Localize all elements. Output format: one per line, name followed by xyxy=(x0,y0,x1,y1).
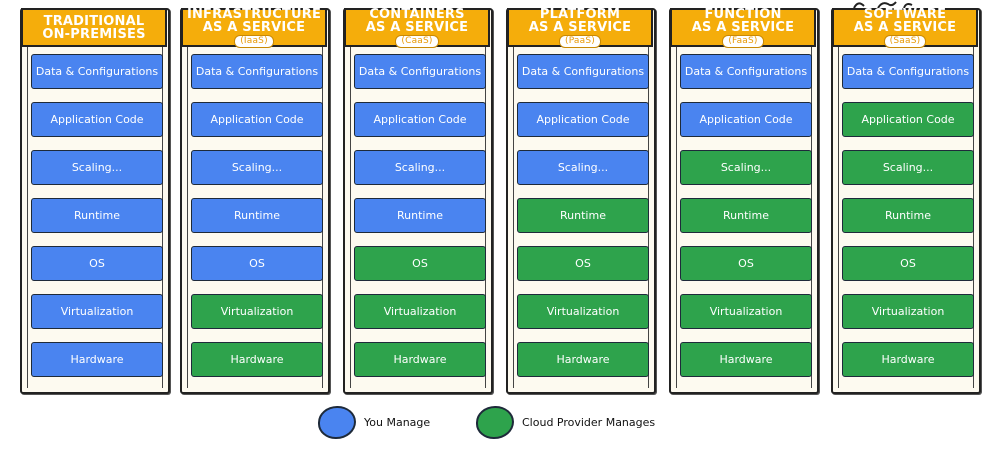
layer-virtualization: Virtualization xyxy=(191,294,323,329)
layer-application-code: Application Code xyxy=(680,102,812,137)
layer-runtime: Runtime xyxy=(31,198,163,233)
column-title-line: TRADITIONAL xyxy=(43,13,145,29)
layer-runtime: Runtime xyxy=(354,198,486,233)
column-title-line: CONTAINERS xyxy=(369,6,465,22)
decorative-scribble xyxy=(853,1,913,8)
column-title-line: INFRASTRUCTURE xyxy=(186,6,322,22)
layer-os: OS xyxy=(680,246,812,281)
layer-scaling: Scaling... xyxy=(354,150,486,185)
you-manage-swatch xyxy=(318,405,356,439)
layer-os: OS xyxy=(31,246,163,281)
layer-application-code: Application Code xyxy=(31,102,163,137)
cloud-manages-swatch xyxy=(476,405,514,439)
layer-data-configurations: Data & Configurations xyxy=(680,54,812,89)
column-title-line: ON-PREMISES xyxy=(42,26,146,42)
layer-data-configurations: Data & Configurations xyxy=(31,54,163,89)
layer-hardware: Hardware xyxy=(842,342,974,377)
layer-application-code: Application Code xyxy=(191,102,323,137)
legend-you-manage: You Manage xyxy=(318,404,430,440)
service-abbreviation-badge: (CaaS) xyxy=(395,34,439,48)
column-title-line: AS A SERVICE xyxy=(202,19,306,35)
layer-hardware: Hardware xyxy=(191,342,323,377)
layer-scaling: Scaling... xyxy=(31,150,163,185)
layer-scaling: Scaling... xyxy=(842,150,974,185)
layer-os: OS xyxy=(191,246,323,281)
column-title-line: AS A SERVICE xyxy=(853,19,957,35)
layer-virtualization: Virtualization xyxy=(31,294,163,329)
you-manage-label: You Manage xyxy=(364,415,431,429)
layer-application-code: Application Code xyxy=(842,102,974,137)
layer-os: OS xyxy=(354,246,486,281)
layer-runtime: Runtime xyxy=(517,198,649,233)
column-title-line: SOFTWARE xyxy=(863,6,947,22)
layer-os: OS xyxy=(842,246,974,281)
layer-hardware: Hardware xyxy=(354,342,486,377)
layer-hardware: Hardware xyxy=(31,342,163,377)
layer-data-configurations: Data & Configurations xyxy=(354,54,486,89)
layer-runtime: Runtime xyxy=(842,198,974,233)
layer-hardware: Hardware xyxy=(680,342,812,377)
service-abbreviation-badge: (FaaS) xyxy=(722,34,764,48)
layer-scaling: Scaling... xyxy=(517,150,649,185)
layer-data-configurations: Data & Configurations xyxy=(191,54,323,89)
cloud-manages-label: Cloud Provider Manages xyxy=(522,415,656,429)
column-title-line: AS A SERVICE xyxy=(691,19,795,35)
layer-virtualization: Virtualization xyxy=(354,294,486,329)
layer-runtime: Runtime xyxy=(191,198,323,233)
layer-runtime: Runtime xyxy=(680,198,812,233)
layer-virtualization: Virtualization xyxy=(680,294,812,329)
column-title-line: PLATFORM xyxy=(539,6,621,22)
layer-application-code: Application Code xyxy=(354,102,486,137)
service-abbreviation-badge: (IaaS) xyxy=(234,34,274,48)
service-abbreviation-badge: (SaaS) xyxy=(883,34,927,48)
column-title-line: FUNCTION xyxy=(704,6,782,22)
layer-data-configurations: Data & Configurations xyxy=(517,54,649,89)
legend-cloud-manages: Cloud Provider Manages xyxy=(476,404,655,440)
column-title-line: AS A SERVICE xyxy=(365,19,469,35)
layer-virtualization: Virtualization xyxy=(842,294,974,329)
column-title-line: AS A SERVICE xyxy=(528,19,632,35)
layer-application-code: Application Code xyxy=(517,102,649,137)
layer-virtualization: Virtualization xyxy=(517,294,649,329)
service-abbreviation-badge: (PaaS) xyxy=(559,34,601,48)
layer-os: OS xyxy=(517,246,649,281)
layer-hardware: Hardware xyxy=(517,342,649,377)
layer-scaling: Scaling... xyxy=(191,150,323,185)
layer-data-configurations: Data & Configurations xyxy=(842,54,974,89)
layer-scaling: Scaling... xyxy=(680,150,812,185)
